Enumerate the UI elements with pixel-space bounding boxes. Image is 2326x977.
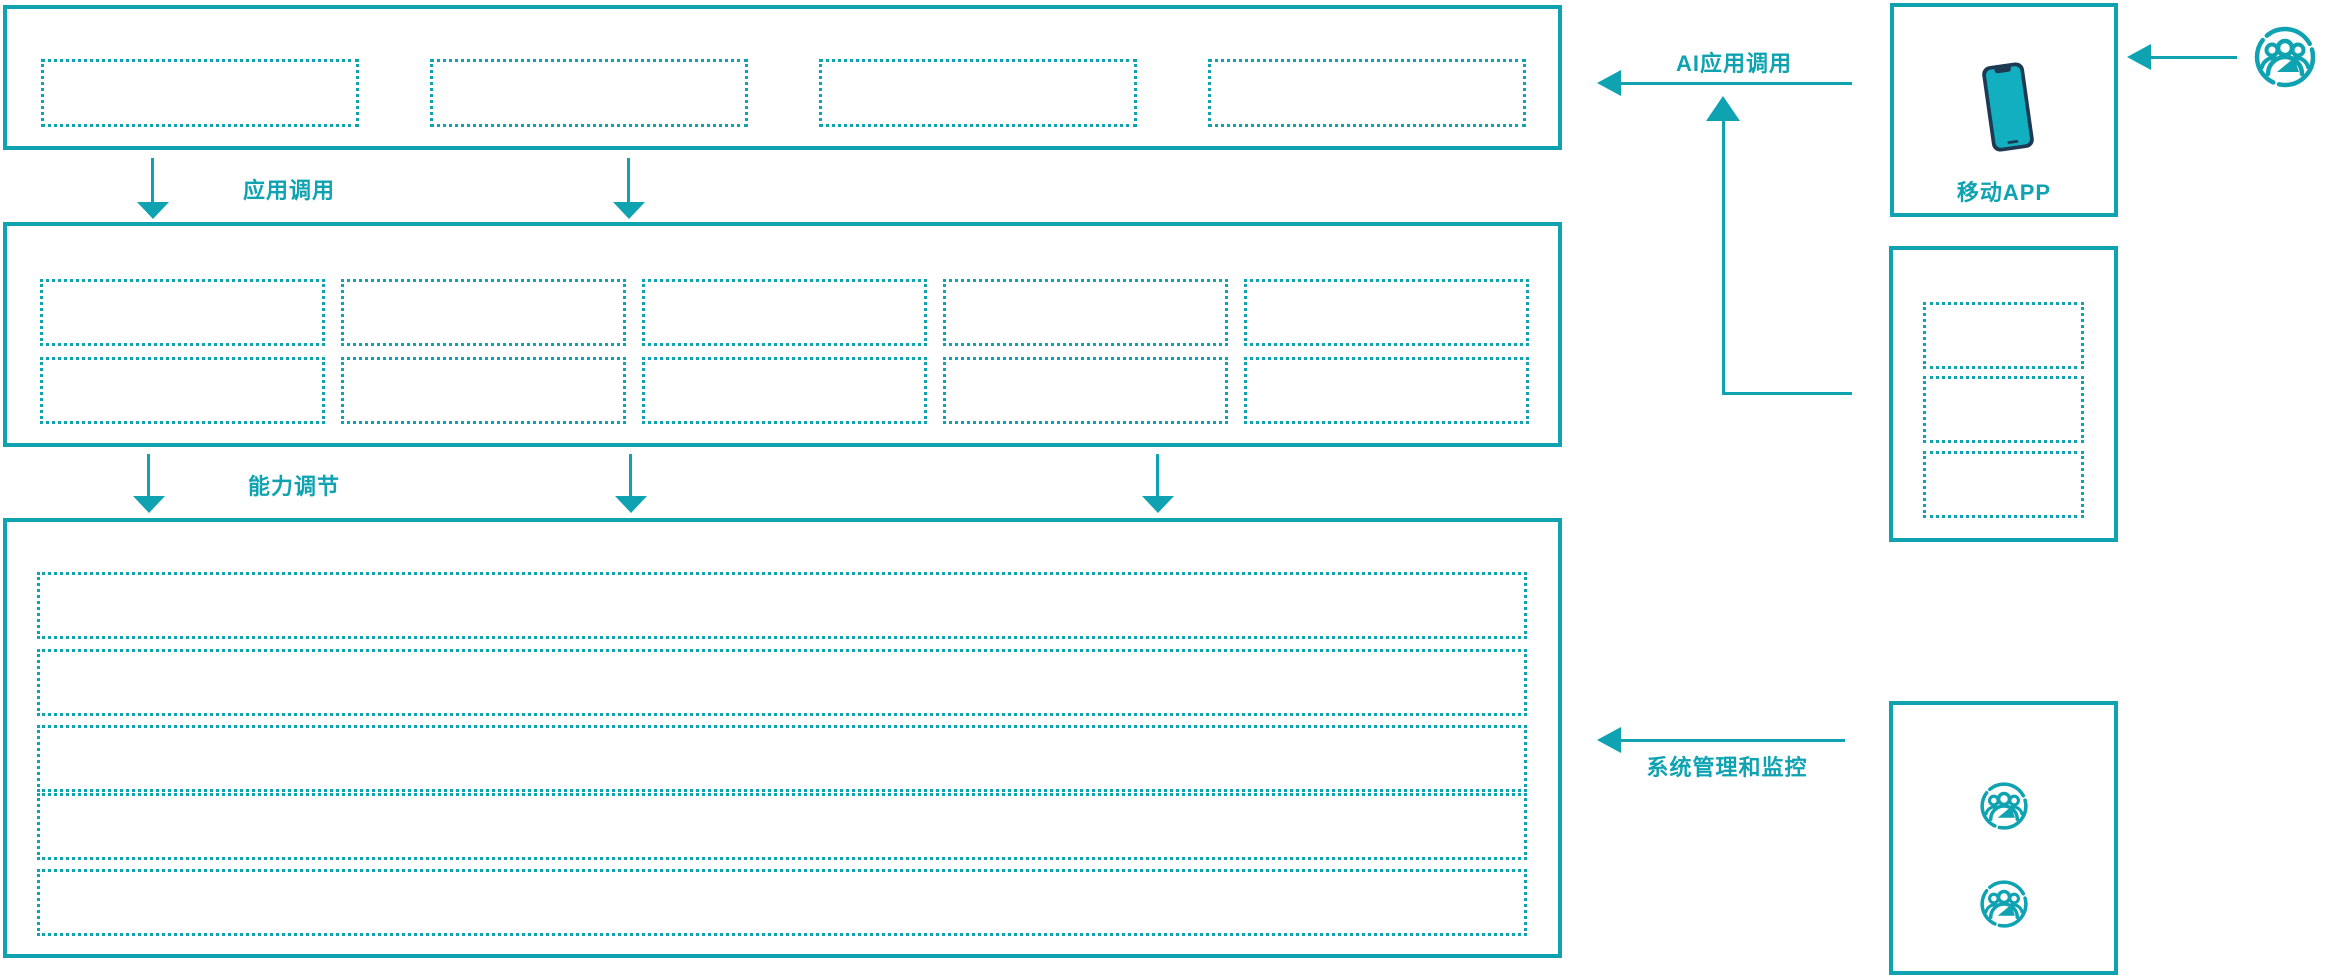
placeholder-box — [1923, 302, 2084, 369]
placeholder-box — [1923, 451, 2084, 518]
top-layer-box — [3, 5, 1562, 150]
ai-app-call-label: AI应用调用 — [1675, 51, 1793, 76]
placeholder-box — [37, 572, 1527, 639]
users-icon — [1979, 782, 2028, 830]
placeholder-box — [40, 279, 325, 346]
placeholder-box — [642, 357, 927, 424]
placeholder-box — [943, 357, 1228, 424]
ops-users-icons — [1893, 781, 2114, 929]
users-icon — [1979, 880, 2028, 928]
capability-adjust-label: 能力调节 — [248, 474, 341, 499]
bottom-layer-box — [3, 518, 1562, 958]
placeholder-box — [1244, 279, 1529, 346]
placeholder-box — [1923, 376, 2084, 443]
mobile-app-box: 移动APP — [1890, 3, 2118, 217]
placeholder-box — [1244, 357, 1529, 424]
mini-program-box — [1889, 246, 2118, 542]
placeholder-box — [37, 725, 1527, 792]
system-monitor-label: 系统管理和监控 — [1646, 755, 1808, 780]
placeholder-box — [430, 59, 748, 127]
placeholder-box — [37, 793, 1527, 860]
placeholder-box — [37, 649, 1527, 716]
top-users-icon-slot — [2253, 25, 2317, 89]
placeholder-box — [819, 59, 1137, 127]
placeholder-box — [341, 279, 626, 346]
middle-layer-box — [3, 222, 1562, 447]
placeholder-box — [341, 357, 626, 424]
placeholder-box — [41, 59, 359, 127]
placeholder-box — [37, 869, 1527, 936]
placeholder-box — [943, 279, 1228, 346]
mobile-phone-icon — [1980, 58, 2036, 155]
placeholder-box — [642, 279, 927, 346]
ops-users-box — [1889, 701, 2118, 975]
placeholder-box — [40, 357, 325, 424]
placeholder-box — [1208, 59, 1526, 127]
app-call-label: 应用调用 — [243, 178, 336, 203]
mobile-app-label: 移动APP — [1956, 180, 2052, 205]
users-icon — [2254, 26, 2316, 88]
